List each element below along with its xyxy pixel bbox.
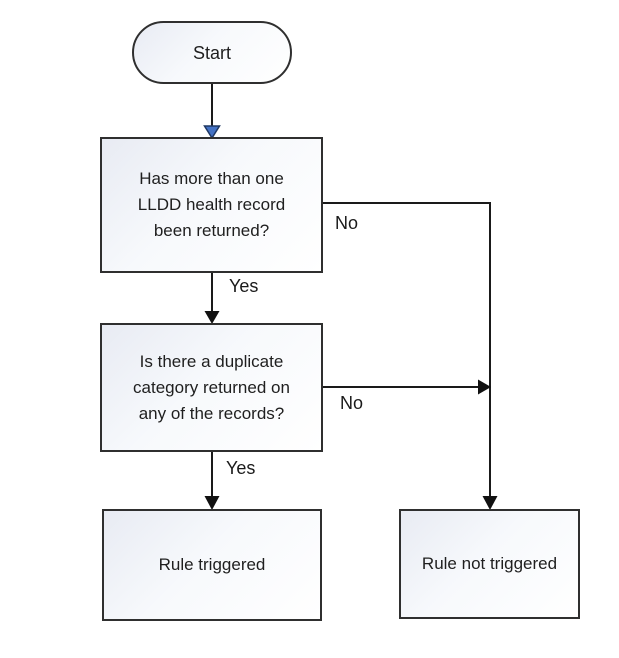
down-arrowhead-icon: [204, 311, 220, 324]
edge-label-decision2-yes: Yes: [226, 458, 256, 478]
node-rule-not-triggered: Rule not triggered: [399, 509, 580, 619]
down-arrowhead-icon: [204, 496, 220, 510]
node-rule-not-triggered-label: Rule not triggered: [421, 554, 558, 573]
node-decision-duplicate-category: Is there a duplicate category returned o…: [100, 323, 323, 452]
node-rule-triggered: Rule triggered: [102, 509, 322, 621]
edge-decision1-no-line: [323, 202, 491, 496]
node-decision-lldd-records-label: Has more than one LLDD health record bee…: [137, 169, 286, 240]
node-decision-duplicate-category-label: Is there a duplicate category returned o…: [133, 351, 290, 423]
node-start: Start: [132, 21, 292, 84]
node-start-label: Start: [192, 42, 231, 63]
right-arrowhead-icon: [478, 379, 491, 395]
edge-label-decision1-yes: Yes: [229, 276, 259, 296]
node-rule-triggered-label: Rule triggered: [158, 555, 266, 574]
down-arrowhead-icon: [482, 496, 498, 510]
edge-label-decision1-no: No: [335, 213, 359, 233]
node-decision-lldd-records: Has more than one LLDD health record bee…: [100, 137, 323, 273]
down-arrowhead-accent-icon: [203, 125, 221, 140]
edge-label-decision2-no: No: [340, 393, 364, 413]
